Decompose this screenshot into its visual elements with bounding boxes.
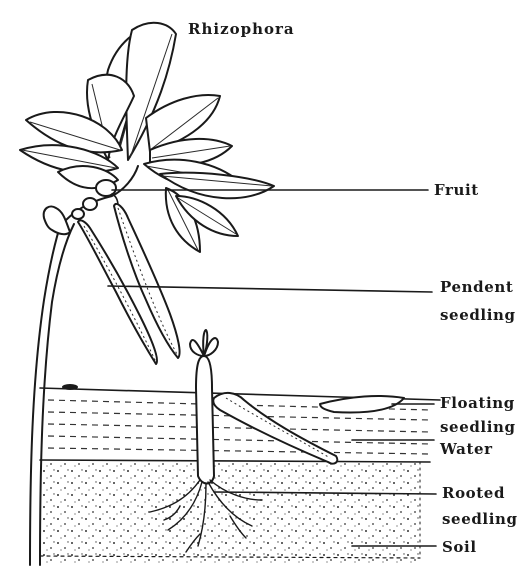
label-rooted-line2: seedling	[442, 510, 518, 528]
label-water: Water	[439, 440, 493, 458]
labels: Fruit Pendent seedling Floating seedling…	[434, 181, 518, 556]
label-fruit: Fruit	[434, 181, 479, 199]
label-rooted-line1: Rooted	[442, 484, 505, 502]
diagram-title: Rhizophora	[188, 20, 295, 38]
surface-blob	[62, 384, 78, 390]
pendent-seedlings	[78, 204, 180, 364]
young-seedling	[44, 206, 70, 234]
label-pendent-line2: seedling	[440, 306, 516, 324]
label-pendent-line1: Pendent	[440, 278, 513, 296]
label-soil: Soil	[442, 538, 477, 556]
soil-layer	[40, 462, 420, 564]
floating-seedling	[213, 393, 404, 464]
label-floating-line1: Floating	[440, 394, 515, 412]
label-floating-line2: seedling	[440, 418, 516, 436]
